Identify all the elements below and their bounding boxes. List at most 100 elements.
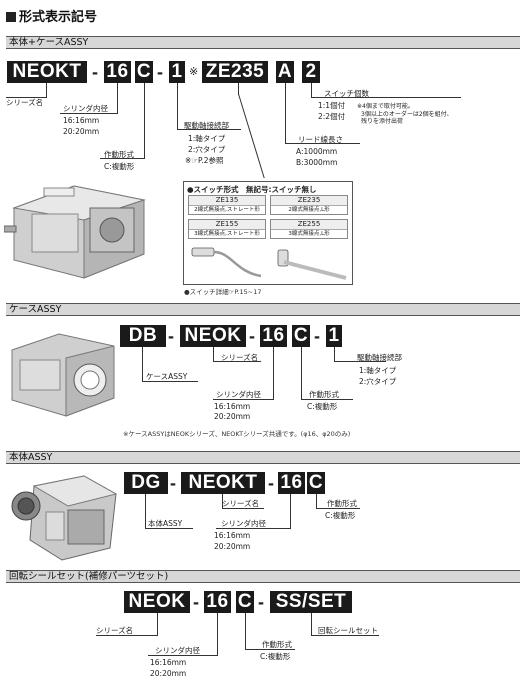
qty-note: 残りを添付出荷 (361, 118, 404, 125)
action-label: 作動形式 (104, 150, 134, 159)
connector-line (316, 494, 317, 508)
connector-line (213, 347, 214, 361)
lead-label: リード線長さ (298, 135, 343, 144)
lead-option: B:3000mm (296, 158, 338, 167)
code-bore: 16 (260, 325, 287, 347)
switch-cell-ze155: ZE155 3線式無接点,ストレート形 (188, 219, 266, 239)
connector-line (285, 143, 360, 144)
code-neokt: NEOKT (7, 61, 87, 83)
switch-box-title: ●スイッチ形式 無記号:スイッチ無し (187, 185, 317, 194)
code-seal-set: SS/SET (270, 591, 352, 613)
dash: - (170, 473, 176, 493)
code-bore: 16 (104, 61, 131, 83)
connector-line (238, 93, 265, 179)
connector-line (144, 83, 145, 158)
connector-line (117, 83, 118, 113)
connection-option: 1:軸タイプ (359, 366, 397, 375)
connector-line (217, 613, 218, 655)
connector-line (177, 129, 241, 130)
switch-cell-ze135: ZE135 2線式無接点,ストレート形 (188, 195, 266, 215)
series-label: シリーズ名 (221, 353, 259, 362)
dash: - (193, 592, 199, 612)
bore-option: 16:16mm (214, 402, 251, 411)
connector-line (177, 83, 178, 129)
connector-line (222, 508, 264, 509)
body-assy-label: 本体ASSY (148, 519, 183, 528)
connector-line (245, 613, 246, 649)
body-assy-image (11, 475, 118, 561)
dash: - (249, 326, 255, 346)
code-connection: 1 (326, 325, 342, 347)
series-label: シリーズ名 (6, 98, 44, 107)
connector-line (273, 347, 274, 399)
connector-line (311, 635, 379, 636)
connector-line (301, 399, 353, 400)
connector-line (142, 347, 143, 381)
connector-line (60, 113, 118, 114)
dash: - (268, 473, 274, 493)
connector-line (145, 528, 193, 529)
connector-line (238, 83, 239, 95)
series-label: シリーズ名 (222, 499, 260, 508)
dash: - (314, 326, 320, 346)
dash: - (157, 62, 163, 82)
code-db: DB (120, 325, 166, 347)
qty-label: スイッチ個数 (324, 89, 369, 98)
connector-line (311, 613, 312, 635)
connector-line (334, 361, 386, 362)
qty-note: 3個以上のオーダーは2個を組付、 (361, 111, 453, 118)
connector-line (285, 83, 286, 143)
code-action: C (236, 591, 254, 613)
square-bullet-icon (6, 12, 16, 22)
section-bar-body-case: 本体+ケースASSY (6, 36, 520, 49)
code-neokt: NEOKT (181, 472, 265, 494)
bore-option: 20:20mm (214, 412, 251, 421)
case-assy-note: ※ケースASSYはNEOKシリーズ、NEOKTシリーズ共通です。(φ16、φ20… (123, 430, 351, 438)
qty-option: 2:2個付 (318, 112, 346, 121)
code-neok: NEOK (180, 325, 246, 347)
connector-line (316, 508, 360, 509)
connector-line (157, 613, 158, 635)
bore-option: 20:20mm (150, 669, 187, 678)
code-switch: ZE235 (202, 61, 268, 83)
connector-line (96, 635, 158, 636)
case-assy-image (11, 333, 115, 417)
connector-line (145, 494, 146, 528)
reference-mark: ※ (189, 65, 199, 78)
code-action: C (307, 472, 325, 494)
series-label: シリーズ名 (96, 626, 134, 635)
connector-line (311, 83, 312, 97)
code-connection: 1 (169, 61, 185, 83)
connector-line (213, 361, 261, 362)
code-lead: A (276, 61, 294, 83)
seal-set-label: 回転シールセット (318, 626, 378, 635)
switch-reference: ●スイッチ詳細☞P.15~17 (184, 288, 262, 296)
connector-line (148, 655, 218, 656)
actuator-with-case-image (4, 185, 146, 279)
code-dg: DG (124, 472, 168, 494)
action-option: C:複動形 (325, 511, 356, 520)
connector-line (142, 381, 198, 382)
bore-label: シリンダ内径 (221, 519, 266, 528)
connection-note: ※☞P.2参照 (185, 156, 224, 165)
switch-cell-ze255: ZE255 3線式無接点,L形 (270, 219, 348, 239)
code-action: C (292, 325, 310, 347)
connector-line (216, 528, 291, 529)
code-qty: 2 (302, 61, 320, 83)
code-neok: NEOK (124, 591, 190, 613)
dash: - (168, 326, 174, 346)
bore-label: シリンダ内径 (216, 390, 261, 399)
action-option: C:複動形 (307, 402, 338, 411)
connection-option: 1:軸タイプ (188, 134, 226, 143)
connection-label: 駆動軸接続部 (184, 121, 229, 130)
action-option: C:複動形 (104, 162, 135, 171)
bore-option: 20:20mm (214, 542, 251, 551)
connector-line (100, 158, 145, 159)
connector-line (46, 83, 47, 97)
switch-illustration (191, 247, 347, 280)
code-action: C (135, 61, 153, 83)
dash: - (92, 62, 98, 82)
action-label: 作動形式 (309, 390, 339, 399)
action-option: C:複動形 (260, 652, 291, 661)
lead-option: A:1000mm (296, 147, 338, 156)
